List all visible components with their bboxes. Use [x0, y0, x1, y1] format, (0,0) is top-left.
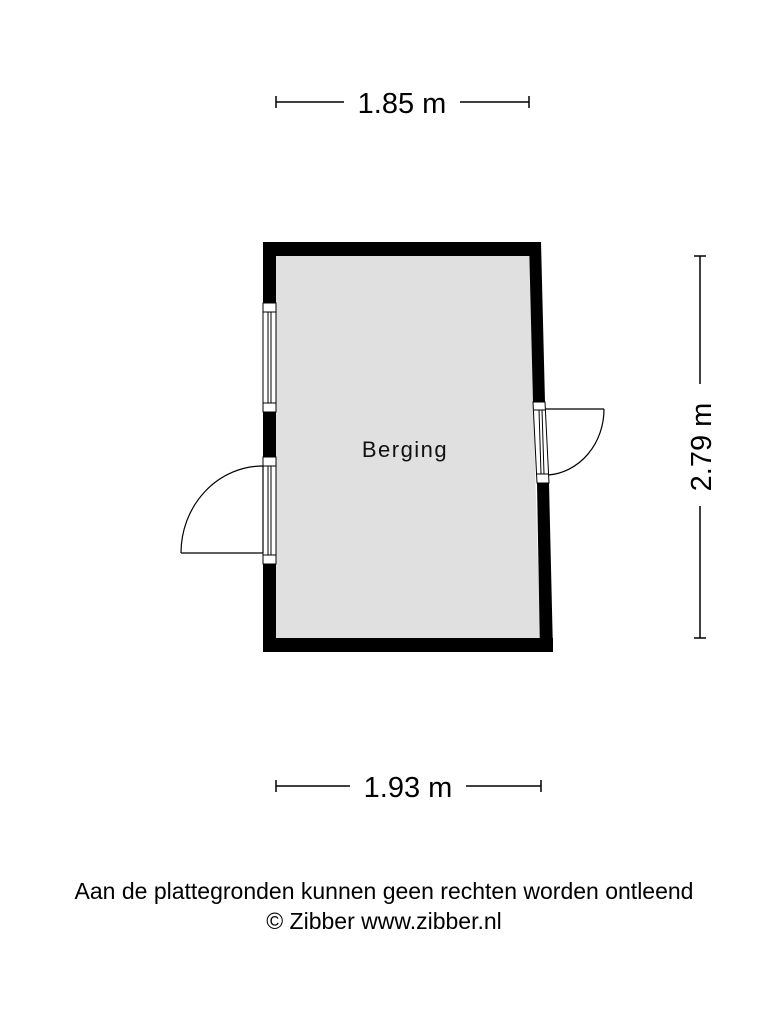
walls [263, 242, 553, 652]
dimension-right: 2.79 m [686, 255, 718, 639]
copyright-text: © Zibber www.zibber.nl [266, 908, 502, 934]
door-right [532, 401, 605, 484]
wall-right-lower [537, 483, 553, 652]
dimension-top-label: 1.85 m [358, 88, 447, 120]
room-floor [276, 256, 540, 638]
wall-right-upper [529, 242, 545, 402]
dimension-bottom: 1.93 m [275, 772, 542, 804]
room-label: Berging [362, 437, 448, 462]
window-left [262, 302, 277, 413]
door-left [180, 456, 277, 565]
wall-left-middle [263, 412, 276, 457]
disclaimer-text: Aan de plattegronden kunnen geen rechten… [74, 878, 694, 904]
dimension-right-label: 2.79 m [686, 403, 718, 492]
wall-top [263, 242, 541, 256]
wall-left-lower [263, 564, 276, 652]
dimension-top: 1.85 m [275, 88, 530, 120]
wall-left-upper [263, 242, 276, 303]
dimension-bottom-label: 1.93 m [364, 772, 453, 804]
wall-bottom [263, 638, 553, 652]
